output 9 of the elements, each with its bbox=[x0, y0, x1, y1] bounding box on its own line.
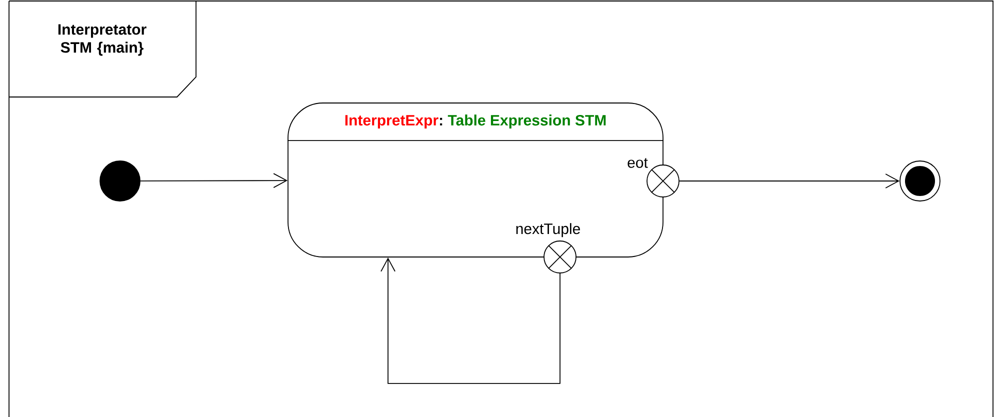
exit-point bbox=[646, 164, 680, 198]
arrow bbox=[679, 174, 900, 188]
initial-state bbox=[100, 160, 140, 202]
final-state bbox=[900, 160, 940, 202]
exit-point-label: nextTuple bbox=[516, 223, 580, 238]
exit-point bbox=[544, 240, 576, 274]
arrow bbox=[380, 257, 560, 384]
arrow bbox=[140, 173, 288, 188]
exit-point-label: eot bbox=[628, 158, 648, 168]
